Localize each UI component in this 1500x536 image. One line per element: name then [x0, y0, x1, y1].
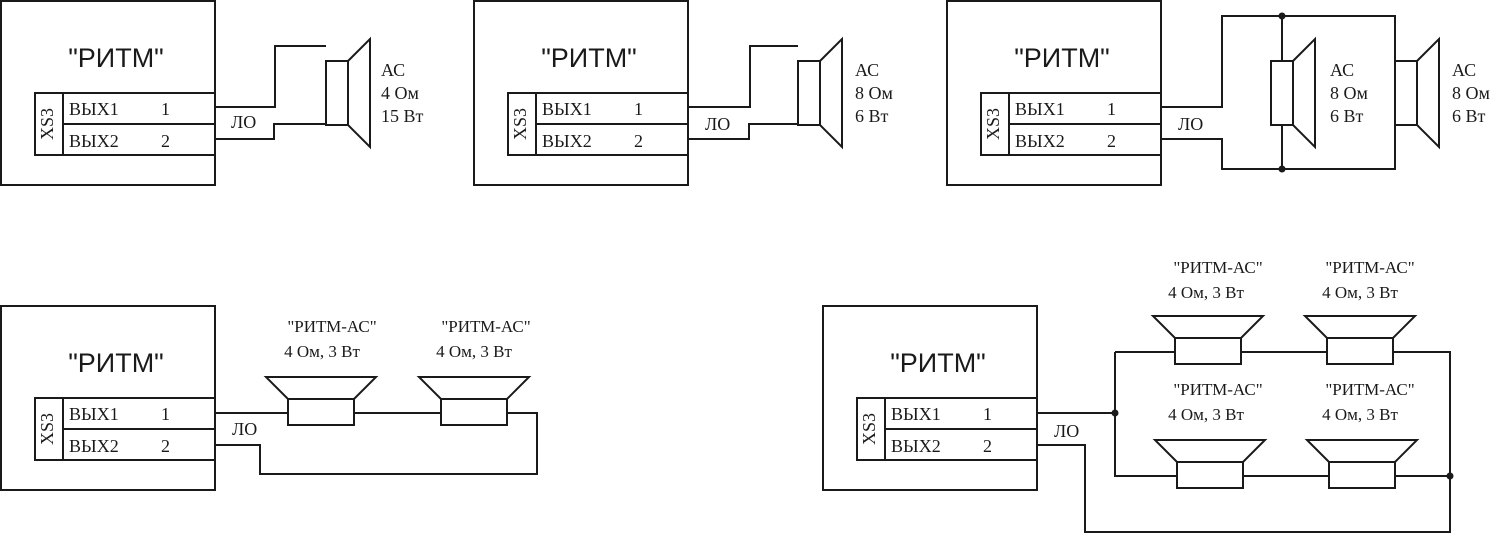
wire-out1 [688, 45, 798, 108]
scheme-e: "РИТМ" XS3 ВЫХ1 1 ВЫХ2 2 ЛО "РИТМ-АС" 4 … [822, 258, 1454, 533]
device-title: "РИТМ" [890, 348, 986, 378]
ac-watt: 6 Вт [1330, 106, 1364, 126]
speaker-ritm-ac-2 [418, 376, 530, 426]
out1-pin: 1 [634, 99, 643, 119]
out2-pin: 2 [161, 131, 170, 151]
ritm-ac-spec: 4 Ом, 3 Вт [1322, 283, 1398, 302]
wire-out2 [215, 123, 326, 140]
ac-label: АС [1330, 60, 1354, 80]
junction-dot [1278, 12, 1286, 20]
scheme-b: "РИТМ" XS3 ВЫХ1 1 ВЫХ2 2 ЛО АС 8 Ом 6 Вт [473, 0, 893, 186]
line-label: ЛО [1178, 114, 1203, 134]
out1-label: ВЫХ1 [1015, 99, 1065, 119]
out1-label: ВЫХ1 [542, 99, 592, 119]
device-unit-c: "РИТМ" XS3 ВЫХ1 1 ВЫХ2 2 [946, 0, 1162, 186]
ritm-ac-spec: 4 Ом, 3 Вт [284, 342, 360, 361]
out2-label: ВЫХ2 [69, 131, 119, 151]
out1-pin: 1 [983, 404, 992, 424]
speaker-ritm-ac-2 [1304, 315, 1416, 365]
wire-top-right [1391, 351, 1451, 476]
ritm-ac-spec: 4 Ом, 3 Вт [1322, 405, 1398, 424]
wire-out2 [688, 123, 798, 140]
speaker-ac [325, 38, 371, 148]
out2-pin: 2 [983, 436, 992, 456]
ac-label: АС [381, 60, 405, 80]
speaker-ritm-ac-3 [1154, 439, 1266, 489]
out2-label: ВЫХ2 [542, 131, 592, 151]
wire-out2 [1037, 444, 1451, 533]
junction-dot [1278, 165, 1286, 173]
out1-pin: 1 [161, 404, 170, 424]
speaker-ritm-ac-1 [1152, 315, 1264, 365]
ritm-ac-label: "РИТМ-АС" [1173, 258, 1262, 277]
scheme-c: "РИТМ" XS3 ВЫХ1 1 ВЫХ2 2 ЛО АС 8 Ом 6 Вт… [946, 0, 1490, 186]
device-title: "РИТМ" [68, 348, 164, 378]
out1-label: ВЫХ1 [891, 404, 941, 424]
ac-watt: 15 Вт [381, 106, 424, 126]
device-title: "РИТМ" [541, 43, 637, 73]
connector-label: XS3 [510, 108, 530, 140]
scheme-d: "РИТМ" XS3 ВЫХ1 1 ВЫХ2 2 ЛО "РИТМ-АС" 4 … [0, 305, 538, 491]
connector-label: XS3 [37, 413, 57, 445]
device-unit-a: "РИТМ" XS3 ВЫХ1 1 ВЫХ2 2 [0, 0, 216, 186]
out2-pin: 2 [1107, 131, 1116, 151]
ritm-ac-spec: 4 Ом, 3 Вт [436, 342, 512, 361]
speaker-ritm-ac-4 [1306, 439, 1418, 489]
out2-pin: 2 [634, 131, 643, 151]
line-label: ЛО [705, 114, 730, 134]
ac-watt: 6 Вт [1452, 106, 1486, 126]
ritm-ac-label: "РИТМ-АС" [287, 317, 376, 336]
ac-ohm: 8 Ом [1452, 83, 1490, 103]
wire-out2 [215, 412, 538, 475]
device-unit-b: "РИТМ" XS3 ВЫХ1 1 ВЫХ2 2 [473, 0, 689, 186]
ac-label: АС [1452, 60, 1476, 80]
wire-out1 [1161, 15, 1396, 108]
ac-ohm: 8 Ом [1330, 83, 1368, 103]
out2-label: ВЫХ2 [891, 436, 941, 456]
connector-label: XS3 [983, 108, 1003, 140]
out1-pin: 1 [161, 99, 170, 119]
ritm-ac-label: "РИТМ-АС" [1173, 380, 1262, 399]
junction-dot [1111, 409, 1119, 417]
out2-pin: 2 [161, 436, 170, 456]
junction-dot [1446, 472, 1454, 480]
speaker-ac-2 [1394, 38, 1440, 148]
ritm-ac-label: "РИТМ-АС" [1325, 380, 1414, 399]
line-label: ЛО [1054, 421, 1079, 441]
ritm-ac-spec: 4 Ом, 3 Вт [1168, 283, 1244, 302]
scheme-a: "РИТМ" XS3 ВЫХ1 1 ВЫХ2 2 ЛО АС 4 Ом 15 В… [0, 0, 424, 186]
wire-out2 [1161, 125, 1396, 170]
wire-bus-left [1114, 352, 1178, 477]
out2-label: ВЫХ2 [1015, 131, 1065, 151]
speaker-ac [797, 38, 843, 148]
connector-label: XS3 [859, 413, 879, 445]
ac-ohm: 8 Ом [855, 83, 893, 103]
line-label: ЛО [232, 419, 257, 439]
ritm-ac-label: "РИТМ-АС" [1325, 258, 1414, 277]
speaker-ac-1 [1270, 38, 1316, 148]
device-title: "РИТМ" [68, 43, 164, 73]
device-unit-e: "РИТМ" XS3 ВЫХ1 1 ВЫХ2 2 [822, 305, 1038, 491]
line-label: ЛО [231, 112, 256, 132]
wire-out1 [215, 45, 326, 108]
ac-label: АС [855, 60, 879, 80]
connector-label: XS3 [37, 108, 57, 140]
device-unit-d: "РИТМ" XS3 ВЫХ1 1 ВЫХ2 2 [0, 305, 216, 491]
out2-label: ВЫХ2 [69, 436, 119, 456]
out1-pin: 1 [1107, 99, 1116, 119]
ac-watt: 6 Вт [855, 106, 889, 126]
ritm-ac-spec: 4 Ом, 3 Вт [1168, 405, 1244, 424]
speaker-ritm-ac-1 [265, 376, 377, 426]
out1-label: ВЫХ1 [69, 404, 119, 424]
device-title: "РИТМ" [1014, 43, 1110, 73]
ac-ohm: 4 Ом [381, 83, 419, 103]
out1-label: ВЫХ1 [69, 99, 119, 119]
ritm-ac-label: "РИТМ-АС" [441, 317, 530, 336]
